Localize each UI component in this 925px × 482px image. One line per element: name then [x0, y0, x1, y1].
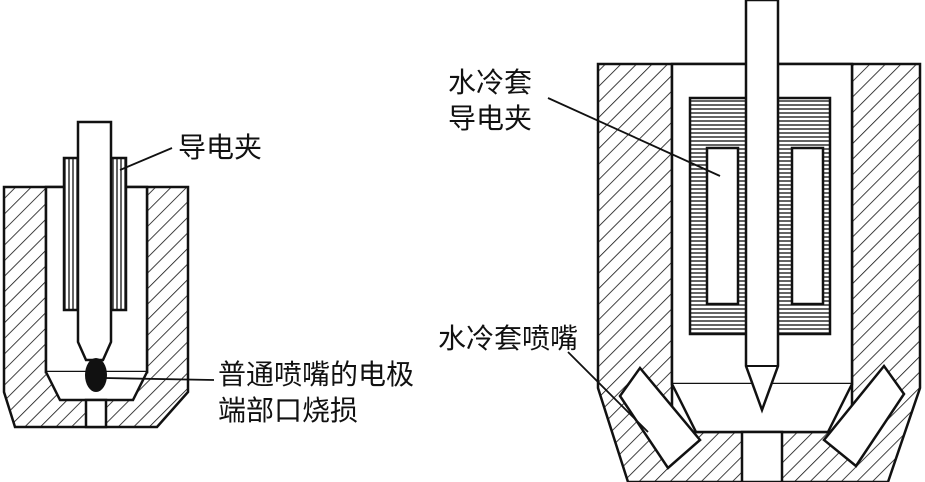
ordinary-nozzle-figure: 导电夹 普通喷嘴的电极 端部口烧损: [2, 120, 414, 429]
damage-label-line1: 普通喷嘴的电极: [218, 358, 414, 391]
clip-leader-line: [119, 147, 173, 171]
nozzle-leader-line: [567, 351, 649, 433]
jacket-label-line1: 水冷套: [448, 66, 532, 99]
right-cooling-channel: [822, 363, 906, 468]
damage-label-line2: 端部口烧损: [218, 394, 358, 427]
left-cooling-channel: [618, 365, 702, 470]
water-cooled-nozzle-figure: 水冷套 导电夹 水冷套喷嘴: [438, 0, 922, 482]
damage-leader-line: [103, 377, 215, 381]
burnt-electrode-tip: [85, 358, 107, 392]
nozzle-label: 水冷套喷嘴: [438, 322, 578, 355]
water-jacket-slot-left: [705, 146, 740, 306]
ordinary-nozzle-orifice: [84, 398, 108, 429]
jacket-leader-line: [547, 97, 721, 177]
ordinary-electrode: [76, 120, 113, 362]
jacket-label-line2: 导电夹: [448, 102, 532, 135]
water-cooled-orifice: [740, 430, 784, 482]
water-jacket-slot-right: [790, 146, 825, 306]
water-cooled-electrode: [744, 0, 780, 414]
clip-label: 导电夹: [178, 131, 262, 164]
